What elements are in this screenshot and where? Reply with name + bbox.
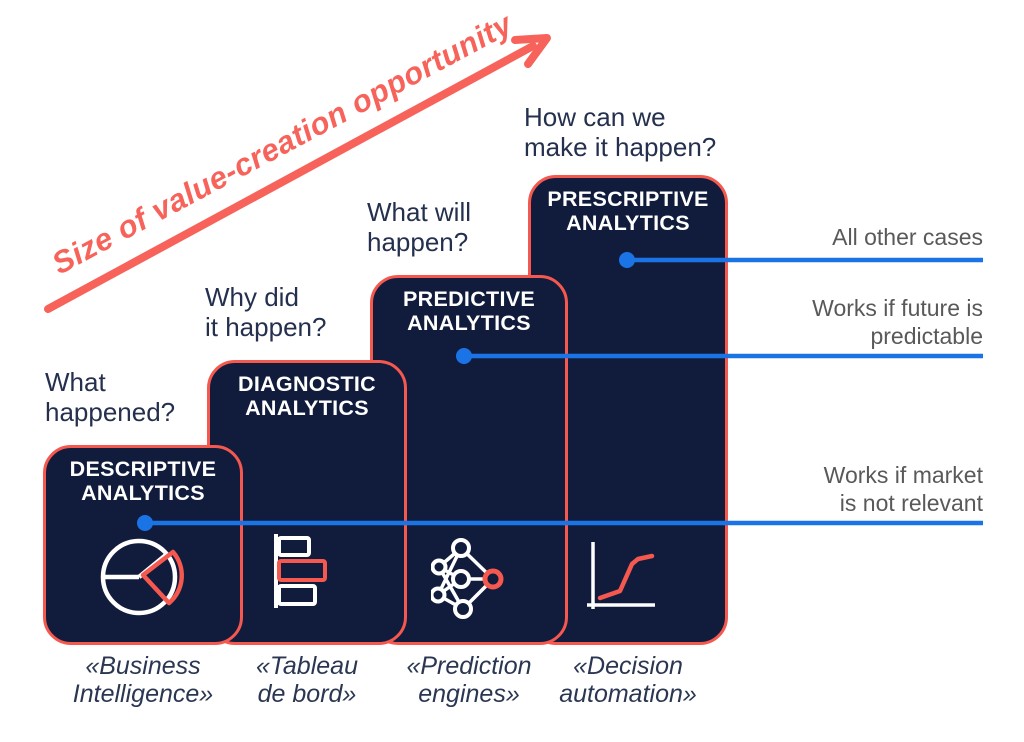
card-title: PRESCRIPTIVE ANALYTICS: [531, 187, 725, 235]
card-title-line: ANALYTICS: [245, 395, 369, 420]
pie-chart-icon: [100, 538, 184, 616]
card-title-line: ANALYTICS: [566, 210, 690, 235]
annotation-line: Works if future is: [812, 295, 983, 321]
card-title-line: PRESCRIPTIVE: [547, 187, 709, 211]
question-line: How can we: [524, 102, 666, 132]
caption-line: «Decision: [573, 652, 683, 680]
question-line: Why did: [205, 282, 299, 312]
caption-line: engines»: [418, 680, 520, 708]
card-descriptive-analytics: DESCRIPTIVE ANALYTICS: [43, 445, 243, 645]
question-line: make it happen?: [524, 131, 717, 162]
caption-line: de bord»: [257, 680, 357, 708]
annotation-works-if-future-predictable: Works if future is predictable: [812, 295, 983, 350]
caption-prediction-engines: «Prediction engines»: [359, 652, 579, 708]
annotation-line: is not relevant: [839, 489, 983, 516]
card-title: DESCRIPTIVE ANALYTICS: [46, 457, 240, 505]
question-line: What: [45, 367, 106, 397]
caption-tableau-de-bord: «Tableau de bord»: [197, 652, 417, 708]
caption-business-intelligence: «Business Intelligence»: [33, 652, 253, 708]
caption-line: «Tableau: [256, 652, 358, 680]
question-line: What will: [367, 197, 472, 227]
question-line: happened?: [45, 396, 176, 427]
question-line: it happen?: [205, 311, 327, 342]
annotation-works-if-market-not-relevant: Works if market is not relevant: [824, 462, 983, 517]
annotation-line: Works if market: [823, 462, 983, 488]
card-title-line: ANALYTICS: [81, 480, 205, 505]
question-predictive: What will happen?: [367, 197, 472, 257]
annotation-line: predictable: [870, 322, 983, 349]
question-diagnostic: Why did it happen?: [205, 282, 327, 342]
neural-network-icon: [431, 538, 504, 619]
question-line: happen?: [367, 226, 469, 257]
annotation-line: All other cases: [832, 224, 983, 250]
arrow-shaft: [44, 42, 537, 313]
card-title-line: DESCRIPTIVE: [69, 457, 217, 481]
caption-decision-automation: «Decision automation»: [518, 652, 738, 708]
horizontal-bar-chart-icon: [274, 534, 327, 608]
card-title: DIAGNOSTIC ANALYTICS: [210, 372, 404, 420]
caption-line: «Business: [85, 652, 201, 680]
annotation-all-other-cases: All other cases: [832, 224, 983, 252]
caption-line: «Prediction: [406, 652, 532, 680]
arrow-head: [511, 34, 551, 68]
caption-line: automation»: [559, 680, 697, 708]
card-title-line: DIAGNOSTIC: [238, 372, 376, 396]
caption-line: Intelligence»: [72, 680, 214, 708]
card-title-line: ANALYTICS: [407, 310, 531, 335]
growth-curve-icon: [587, 542, 655, 609]
question-descriptive: What happened?: [45, 367, 176, 427]
card-title: PREDICTIVE ANALYTICS: [373, 287, 565, 335]
question-prescriptive: How can we make it happen?: [524, 102, 717, 162]
card-title-line: PREDICTIVE: [402, 287, 536, 311]
